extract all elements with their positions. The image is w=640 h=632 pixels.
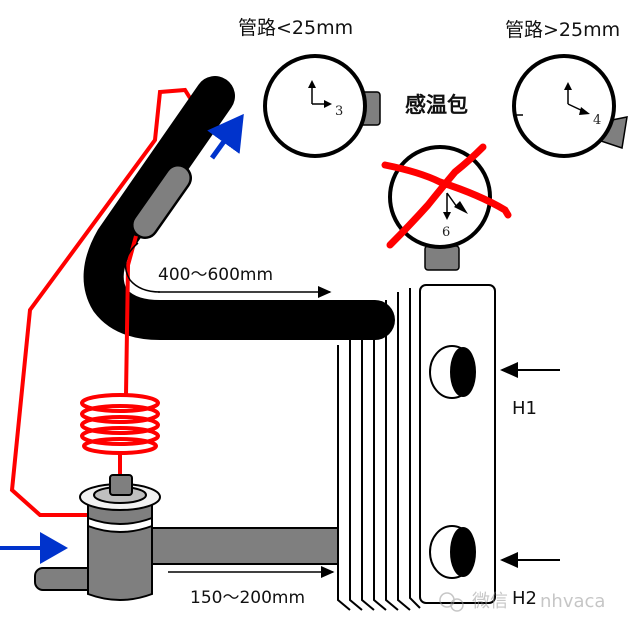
dimension-valve-text: 150～200mm xyxy=(190,588,305,608)
clock-small-number: 3 xyxy=(335,104,343,119)
dimension-bulb-text: 400～600mm xyxy=(158,265,273,285)
label-pipe-large: 管路>25mm xyxy=(505,19,620,41)
capillary-coil xyxy=(80,393,160,478)
clock-wrong: 6 xyxy=(381,143,512,271)
red-line-outer xyxy=(9,87,192,517)
label-pipe-small: 管路<25mm xyxy=(238,17,353,39)
plate-heat-exchanger xyxy=(337,284,496,611)
expansion-valve xyxy=(79,474,161,601)
inlet-pipe xyxy=(34,567,96,591)
outlet-pipe xyxy=(139,527,339,565)
watermark: 微信 nhvaca xyxy=(439,591,605,612)
clock-large-number: 4 xyxy=(593,113,601,128)
suction-pipe xyxy=(83,76,395,340)
clock-large-pipe: 4 xyxy=(512,54,628,158)
cross-out-mark xyxy=(381,143,512,249)
h2-label: H2 xyxy=(512,588,537,609)
flow-arrow-suction xyxy=(207,113,244,160)
clock-small-pipe: 3 xyxy=(263,54,381,158)
capillary-tube xyxy=(124,235,138,396)
sensor-bulb xyxy=(131,164,192,239)
watermark-prefix: 微信 xyxy=(472,591,508,612)
clock-wrong-number: 6 xyxy=(442,225,450,240)
h1-label: H1 xyxy=(512,398,537,419)
label-sensor-bulb: 感温包 xyxy=(405,93,468,117)
dimension-bulb-leader xyxy=(124,242,161,293)
watermark-id: nhvaca xyxy=(540,591,605,612)
